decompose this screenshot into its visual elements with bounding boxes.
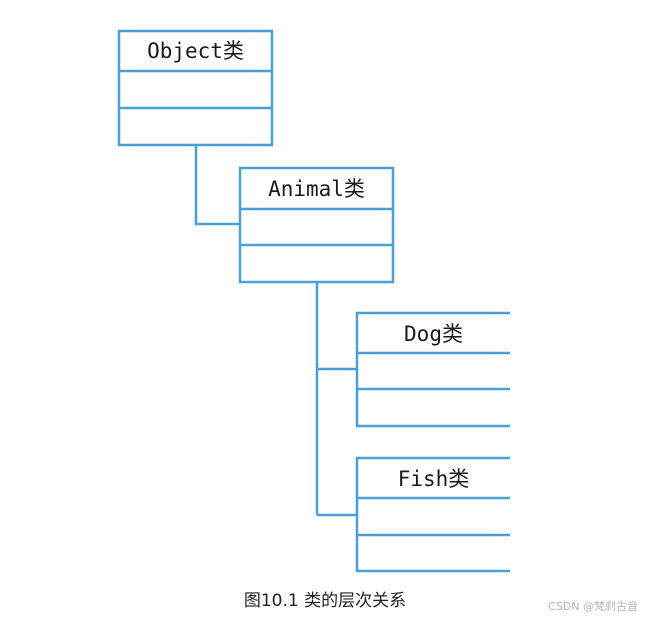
class-box-fish: Fish类 (355, 456, 510, 573)
class-name-fish: Fish类 (398, 467, 470, 491)
connector-object-animal (194, 145, 240, 226)
class-box-dog: Dog类 (355, 311, 510, 428)
class-name-animal: Animal类 (268, 177, 365, 201)
class-name-object: Object类 (147, 39, 244, 63)
class-box-object: Object类 (117, 29, 274, 147)
watermark: CSDN @梵刹古音 (548, 600, 638, 613)
figure-caption: 图10.1 类的层次关系 (243, 591, 407, 611)
class-box-animal: Animal类 (238, 166, 395, 284)
class-name-dog: Dog类 (404, 322, 463, 346)
